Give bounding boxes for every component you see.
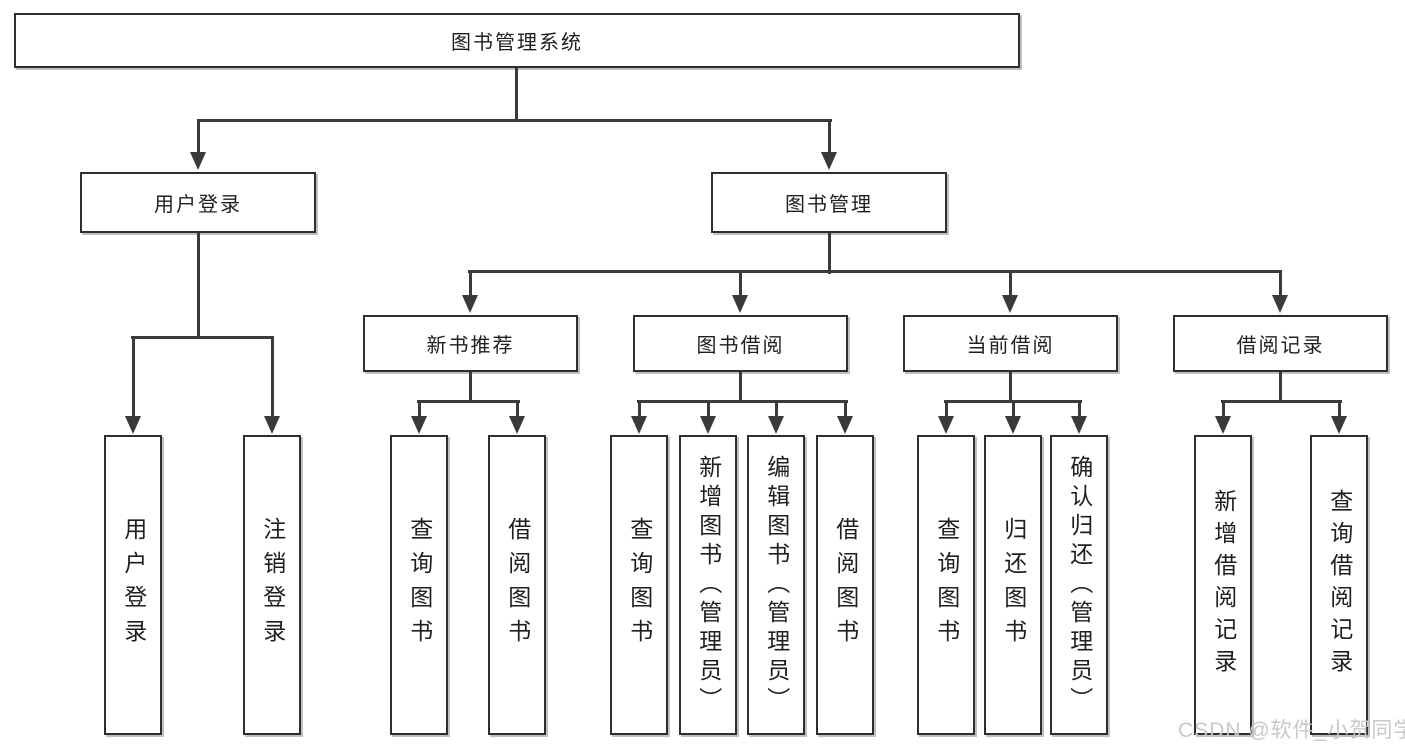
- node-new-book-recommend: 新书推荐: [363, 315, 578, 372]
- connector-recommend-stem: [469, 372, 472, 403]
- leaf-query-books-borrow: 查询图书: [610, 435, 668, 735]
- leaf-add-books-admin: 新增图书（管理员）: [679, 435, 737, 735]
- node-label: 图书管理: [785, 194, 873, 216]
- connector-borrow-rail: [637, 400, 848, 403]
- leaf-edit-books-admin: 编辑图书（管理员）: [747, 435, 805, 735]
- node-label: 图书借阅: [696, 335, 785, 357]
- node-label: 借阅图书: [504, 517, 531, 653]
- connector-to-leaf-borrow-books: [844, 400, 847, 418]
- connector-to-user-login: [197, 119, 200, 154]
- connector-current-stem: [1009, 372, 1012, 403]
- node-label: 确认归还（管理员）: [1066, 454, 1093, 716]
- connector-root-rail: [197, 119, 832, 122]
- arrowhead-to-leaf-edit-books: [768, 416, 784, 434]
- leaf-query-books-current: 查询图书: [917, 435, 975, 735]
- connector-to-leaf-borrow-recommend: [516, 400, 519, 418]
- node-label: 借阅记录: [1236, 335, 1325, 357]
- connector-records-stem: [1279, 372, 1282, 403]
- node-label: 编辑图书（管理员）: [763, 454, 790, 716]
- connector-to-leaf-return-books: [1012, 400, 1015, 418]
- node-label: 归还图书: [1000, 517, 1027, 653]
- connector-to-leaf-logout: [271, 336, 274, 418]
- arrowhead-to-leaf-query-record: [1331, 416, 1347, 434]
- connector-to-leaf-user-login: [132, 336, 135, 418]
- connector-book-management-rail: [468, 270, 1282, 273]
- node-label: 新书推荐: [426, 335, 515, 357]
- node-current-borrow: 当前借阅: [903, 315, 1118, 372]
- connector-root-stem: [515, 68, 518, 121]
- connector-to-leaf-query-record: [1338, 400, 1341, 418]
- node-label: 查询图书: [933, 517, 960, 653]
- csdn-watermark: CSDN @软件_小贺同学: [1178, 719, 1405, 742]
- arrowhead-to-leaf-add-books: [700, 416, 716, 434]
- node-label: 新增借阅记录: [1210, 489, 1237, 681]
- arrowhead-to-borrow-records: [1272, 295, 1288, 313]
- arrowhead-to-leaf-confirm-return: [1071, 416, 1087, 434]
- leaf-logout: 注销登录: [243, 435, 301, 735]
- leaf-query-borrow-record: 查询借阅记录: [1310, 435, 1368, 735]
- arrowhead-to-user-login: [190, 152, 206, 170]
- connector-to-borrow-records: [1279, 270, 1282, 297]
- connector-to-leaf-query-borrow: [638, 400, 641, 418]
- arrowhead-to-leaf-borrow-books: [837, 416, 853, 434]
- connector-records-rail: [1221, 400, 1342, 403]
- arrowhead-to-book-borrow: [732, 295, 748, 313]
- node-book-management: 图书管理: [711, 172, 947, 233]
- connector-to-leaf-query-current: [945, 400, 948, 418]
- leaf-user-login: 用户登录: [104, 435, 162, 735]
- node-label: 用户登录: [120, 517, 147, 653]
- node-root: 图书管理系统: [14, 13, 1020, 68]
- node-label: 查询图书: [626, 517, 653, 653]
- connector-recommend-rail: [417, 400, 520, 403]
- arrowhead-to-book-management: [821, 152, 837, 170]
- node-label: 新增图书（管理员）: [695, 454, 722, 716]
- connector-to-current-borrow: [1009, 270, 1012, 297]
- connector-to-book-management: [828, 119, 831, 154]
- node-label: 查询借阅记录: [1326, 489, 1353, 681]
- node-label: 注销登录: [259, 517, 286, 653]
- connector-to-leaf-confirm-return: [1078, 400, 1081, 418]
- leaf-borrow-books: 借阅图书: [816, 435, 874, 735]
- arrowhead-to-leaf-borrow-recommend: [509, 416, 525, 434]
- arrowhead-to-leaf-query-borrow: [631, 416, 647, 434]
- leaf-confirm-return-admin: 确认归还（管理员）: [1050, 435, 1108, 735]
- node-label: 借阅图书: [832, 517, 859, 653]
- connector-book-management-stem: [828, 233, 831, 274]
- arrowhead-to-leaf-user-login: [125, 416, 141, 434]
- connector-user-login-stem: [197, 233, 200, 339]
- connector-to-leaf-add-record: [1222, 400, 1225, 418]
- leaf-add-borrow-record: 新增借阅记录: [1194, 435, 1252, 735]
- node-borrow-records: 借阅记录: [1173, 315, 1388, 372]
- node-label: 图书管理系统: [451, 32, 583, 54]
- node-label: 用户登录: [154, 194, 242, 216]
- leaf-borrow-books-recommend: 借阅图书: [488, 435, 546, 735]
- leaf-query-books-recommend: 查询图书: [390, 435, 448, 735]
- arrowhead-to-leaf-query-recommend: [411, 416, 427, 434]
- node-user-login: 用户登录: [80, 172, 316, 233]
- connector-to-leaf-add-books: [707, 400, 710, 418]
- node-label: 查询图书: [406, 517, 433, 653]
- arrowhead-to-leaf-add-record: [1215, 416, 1231, 434]
- node-label: 当前借阅: [966, 335, 1055, 357]
- connector-user-login-rail: [131, 336, 274, 339]
- connector-to-book-borrow: [739, 270, 742, 297]
- arrowhead-to-leaf-return-books: [1005, 416, 1021, 434]
- connector-to-new-book-recommend: [469, 270, 472, 297]
- arrowhead-to-current-borrow: [1002, 295, 1018, 313]
- arrowhead-to-new-book-recommend: [462, 295, 478, 313]
- arrowhead-to-leaf-query-current: [938, 416, 954, 434]
- arrowhead-to-leaf-logout: [264, 416, 280, 434]
- node-book-borrow: 图书借阅: [633, 315, 848, 372]
- leaf-return-books: 归还图书: [984, 435, 1042, 735]
- connector-to-leaf-edit-books: [775, 400, 778, 418]
- connector-to-leaf-query-recommend: [418, 400, 421, 418]
- connector-borrow-stem: [739, 372, 742, 403]
